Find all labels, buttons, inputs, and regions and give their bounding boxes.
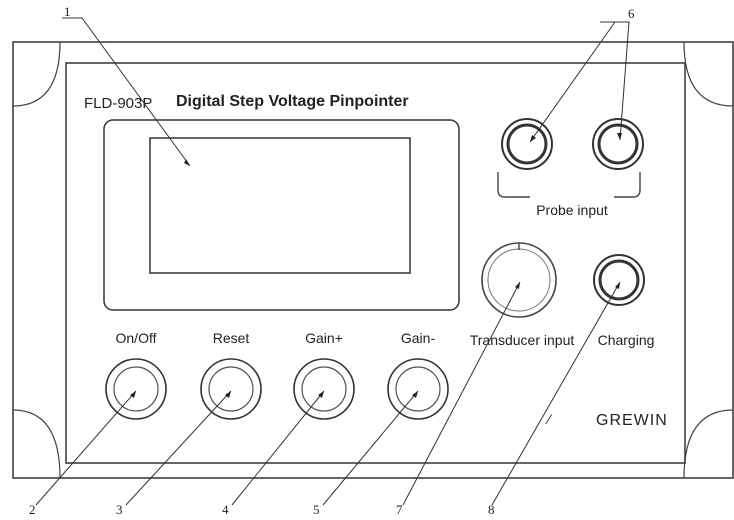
on-off-label: On/Off [116,330,157,346]
transducer-input-label: Transducer input [470,332,575,348]
leader-7 [402,281,521,506]
leader-4 [231,390,325,506]
charging-label: Charging [598,332,655,348]
corner-arc-bottom-left [12,409,61,479]
arrowhead-8 [615,282,620,289]
gain-plus-button-group: Gain+ [293,330,355,420]
on-off-button-group: On/Off [105,330,167,420]
leader-5 [322,390,419,506]
callout-number-6: 6 [628,6,635,21]
gain-minus-button-cap [395,366,441,412]
enclosure-outline [12,41,734,479]
reset-button-cap [208,366,254,412]
gain-minus-button[interactable] [387,358,449,420]
leader-1 [62,17,191,167]
on-off-button[interactable] [105,358,167,420]
gain-plus-button[interactable] [293,358,355,420]
transducer-input-inner-ring [487,248,551,312]
charging-port-ring [598,259,640,301]
on-off-button-cap [113,366,159,412]
probe-input-jack-left-ring [506,123,548,165]
brand-logo-text: GREWIN [596,412,668,429]
callout-number-5: 5 [313,502,320,517]
lcd-screen [149,137,411,274]
reset-button[interactable] [200,358,262,420]
arrowhead-2 [130,391,136,398]
callout-number-4: 4 [222,502,229,517]
probe-bracket-right [614,172,641,198]
arrowhead-4 [318,391,324,398]
callout-leaders [35,17,630,506]
brand-mark-icon: ⁄ [545,411,553,427]
gain-plus-label: Gain+ [305,330,343,346]
probe-bracket-left [497,172,530,198]
arrowhead-3 [225,391,231,398]
reset-button-group: Reset [200,330,262,420]
inner-panel-outline [65,62,686,464]
arrowhead-5 [412,391,418,398]
callout-number-1: 1 [64,4,71,19]
leader-3 [125,390,232,506]
gain-minus-label: Gain- [401,330,436,346]
probe-input-jack-right-ring [597,123,639,165]
corner-arc-top-right [683,41,734,107]
model-number: FLD-903P [84,95,152,112]
leader-6a [600,21,630,141]
arrowhead-1 [184,159,190,166]
probe-input-jack-left[interactable] [501,118,553,170]
callout-number-3: 3 [116,502,123,517]
corner-arc-bottom-right [683,409,734,479]
corner-arc-top-left [12,41,61,107]
arrowhead-6a [530,135,536,142]
leader-8 [491,281,621,506]
arrowhead-6b [617,133,622,140]
callout-arrowheads [130,133,622,398]
probe-input-label: Probe input [536,202,608,218]
panel-title: Digital Step Voltage Pinpointer [176,93,409,110]
gain-minus-button-group: Gain- [387,330,449,420]
transducer-input-connector[interactable] [481,242,557,318]
callout-number-7: 7 [396,502,403,517]
leader-2 [35,390,137,506]
charging-port[interactable] [593,254,645,306]
leader-6b [529,21,616,143]
display-bezel [103,119,460,311]
gain-plus-button-cap [301,366,347,412]
reset-label: Reset [213,330,250,346]
callout-number-2: 2 [29,502,36,517]
callout-number-8: 8 [488,502,495,517]
arrowhead-7 [515,282,520,289]
probe-input-jack-right[interactable] [592,118,644,170]
